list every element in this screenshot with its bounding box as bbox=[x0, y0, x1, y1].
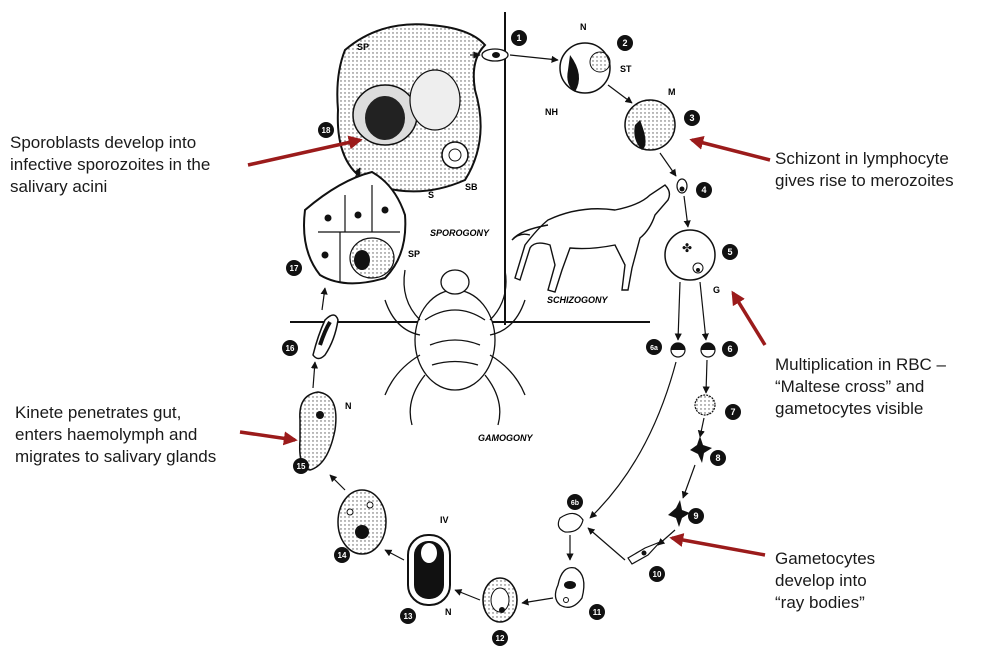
annotation-sporoblasts: Sporoblasts develop into infective sporo… bbox=[10, 132, 210, 198]
stage-9-ray-body bbox=[668, 500, 690, 527]
label-st: ST bbox=[620, 64, 632, 74]
svg-text:✤: ✤ bbox=[682, 241, 692, 255]
badge-6: 6 bbox=[722, 341, 738, 357]
svg-text:11: 11 bbox=[593, 608, 602, 617]
arrow-kinete bbox=[240, 432, 295, 440]
stage-6b-cell bbox=[558, 513, 583, 532]
annotation-kinete: Kinete penetrates gut, enters haemolymph… bbox=[15, 402, 216, 468]
badge-15: 15 bbox=[293, 458, 309, 474]
stage-11-zygote bbox=[555, 568, 583, 608]
badge-18: 18 bbox=[318, 122, 334, 138]
stage-17-acinus-cells bbox=[304, 172, 405, 283]
stage-2-lymphocyte bbox=[560, 43, 610, 93]
label-n-15: N bbox=[345, 401, 352, 411]
svg-text:4: 4 bbox=[701, 185, 706, 195]
badge-12: 12 bbox=[492, 630, 508, 646]
stage-6-cell bbox=[701, 343, 715, 357]
quadrant-label-schizogony: SCHIZOGONY bbox=[547, 295, 609, 305]
badge-6a: 6a bbox=[646, 339, 662, 355]
badge-4: 4 bbox=[696, 182, 712, 198]
svg-text:10: 10 bbox=[653, 570, 662, 579]
stage-14-developing-kinete bbox=[338, 490, 386, 554]
badge-1: 1 bbox=[511, 30, 527, 46]
stage-8-ray-body bbox=[690, 436, 712, 463]
badge-7: 7 bbox=[725, 404, 741, 420]
badge-3: 3 bbox=[684, 110, 700, 126]
svg-text:6a: 6a bbox=[650, 345, 658, 352]
annotation-gametocytes: Gametocytes develop into “ray bodies” bbox=[775, 548, 875, 614]
badge-9: 9 bbox=[688, 508, 704, 524]
annotation-schizont: Schizont in lymphocyte gives rise to mer… bbox=[775, 148, 954, 192]
svg-text:18: 18 bbox=[322, 126, 331, 135]
stage-5-rbc: ✤ bbox=[665, 230, 715, 280]
badge-10: 10 bbox=[649, 566, 665, 582]
arrow-schizont bbox=[692, 140, 770, 160]
svg-text:15: 15 bbox=[297, 462, 306, 471]
badge-17: 17 bbox=[286, 260, 302, 276]
label-nh: NH bbox=[545, 107, 558, 117]
badge-5: 5 bbox=[722, 244, 738, 260]
badge-16: 16 bbox=[282, 340, 298, 356]
svg-text:8: 8 bbox=[715, 453, 720, 463]
badge-2: 2 bbox=[617, 35, 633, 51]
svg-text:1: 1 bbox=[516, 33, 521, 43]
arrow-multiplication bbox=[733, 293, 765, 345]
badge-11: 11 bbox=[589, 604, 605, 620]
stage-13-developing-kinete bbox=[408, 535, 450, 605]
arrow-gametocytes bbox=[672, 538, 765, 555]
badge-13: 13 bbox=[400, 608, 416, 624]
svg-text:6: 6 bbox=[727, 344, 732, 354]
svg-text:9: 9 bbox=[693, 511, 698, 521]
stage-3-schizont bbox=[625, 100, 675, 150]
label-sp-17: SP bbox=[408, 249, 420, 259]
label-iv: IV bbox=[440, 515, 449, 525]
stage-1-sporozoite bbox=[482, 49, 508, 61]
stage-15-kinete bbox=[300, 392, 336, 470]
label-n-cell: N bbox=[580, 22, 587, 32]
label-s: S bbox=[428, 190, 434, 200]
svg-text:7: 7 bbox=[730, 407, 735, 417]
svg-text:16: 16 bbox=[286, 344, 295, 353]
label-n-13: N bbox=[445, 607, 452, 617]
label-g: G bbox=[713, 285, 720, 295]
badge-8: 8 bbox=[710, 450, 726, 466]
svg-text:2: 2 bbox=[622, 38, 627, 48]
label-sb: SB bbox=[465, 182, 478, 192]
svg-text:14: 14 bbox=[338, 551, 347, 560]
badge-14: 14 bbox=[334, 547, 350, 563]
quadrant-label-gamogony: GAMOGONY bbox=[478, 433, 533, 443]
stage-4-merozoite bbox=[677, 179, 687, 193]
stage-10-ray-body bbox=[628, 542, 660, 564]
horse-drawing bbox=[512, 185, 669, 292]
svg-text:17: 17 bbox=[290, 264, 299, 273]
svg-text:13: 13 bbox=[404, 612, 413, 621]
svg-text:5: 5 bbox=[727, 247, 732, 257]
stage-6a-cell bbox=[671, 343, 685, 357]
badge-6b: 6b bbox=[567, 494, 583, 510]
svg-text:3: 3 bbox=[689, 113, 694, 123]
svg-text:12: 12 bbox=[496, 634, 505, 643]
quadrant-label-sporogony: SPOROGONY bbox=[430, 228, 490, 238]
stage-12-zygote bbox=[483, 578, 517, 622]
stage-7-cell bbox=[695, 395, 715, 415]
svg-text:6b: 6b bbox=[571, 500, 579, 507]
label-sp-top: SP bbox=[357, 42, 369, 52]
annotation-multiplication: Multiplication in RBC – “Maltese cross” … bbox=[775, 354, 946, 420]
label-m: M bbox=[668, 87, 676, 97]
